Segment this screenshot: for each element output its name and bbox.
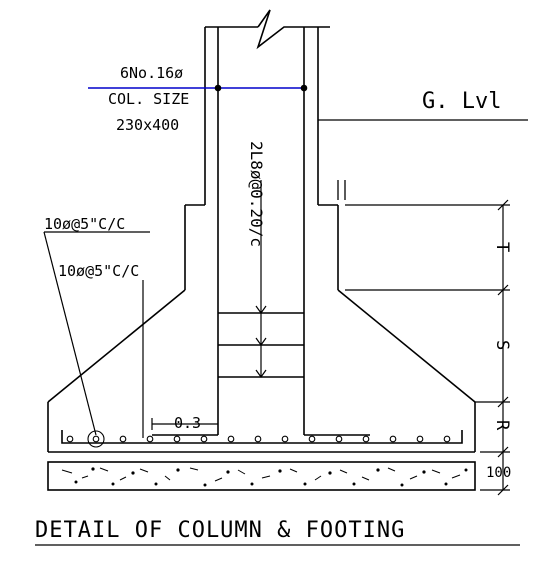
dim-tick-2 xyxy=(497,284,509,296)
outline xyxy=(47,9,476,491)
dim-s-label: S xyxy=(492,340,512,350)
dim-100-label: 100 xyxy=(486,465,511,481)
mat-bar-section xyxy=(92,435,100,443)
dim-tick-5 xyxy=(497,484,509,496)
mat-bar-highlight xyxy=(87,430,105,448)
mat-bar-section xyxy=(335,435,343,443)
footing-slope-right xyxy=(337,289,476,403)
stirrup-arrow-2 xyxy=(255,337,267,347)
mat-bar-section xyxy=(119,435,127,443)
bottom-mat-bar xyxy=(61,430,463,444)
stirrup-arrow-3 xyxy=(255,369,267,379)
pcc-hatch xyxy=(61,467,468,487)
column-size-label: COL. SIZE xyxy=(108,90,189,108)
mat-bar-section xyxy=(146,435,154,443)
mat-bar-section xyxy=(66,435,74,443)
mat-bar-section xyxy=(443,435,451,443)
break-symbol xyxy=(256,9,330,50)
mat-bar-section xyxy=(389,435,397,443)
mat-bar-section xyxy=(173,435,181,443)
mat-bar-section xyxy=(227,435,235,443)
leader-1 xyxy=(43,231,97,436)
mat-bar-section xyxy=(254,435,262,443)
dim-tick-4 xyxy=(497,446,509,458)
column-bars-label: 6No.16ø xyxy=(120,64,183,82)
dim-tick-1 xyxy=(497,199,509,211)
column-size-value: 230x400 xyxy=(116,116,179,134)
bottom-bars-label-1: 10ø@5"C/C xyxy=(44,215,125,233)
stirrups-label: 2L8ø@0.20/c xyxy=(247,141,266,247)
mat-bar-sections xyxy=(66,430,451,448)
bar-dot-right xyxy=(300,84,308,92)
bend-length-label: 0.3 xyxy=(174,414,201,432)
bar-dot-left xyxy=(214,84,222,92)
mat-bar-section xyxy=(281,435,289,443)
drawing-title: DETAIL OF COLUMN & FOOTING xyxy=(35,518,405,543)
dim-t-label: T xyxy=(492,242,512,252)
mat-bar-section xyxy=(416,435,424,443)
bottom-bars-label-2: 10ø@5"C/C xyxy=(58,262,139,280)
dim-r-label: R xyxy=(492,420,512,431)
footing-slope-left xyxy=(47,289,186,403)
dim-tick-3 xyxy=(497,396,509,408)
mat-bar-section xyxy=(362,435,370,443)
ground-level xyxy=(318,119,528,200)
mat-bar-section xyxy=(200,435,208,443)
pcc-bed xyxy=(47,461,476,491)
dimensions xyxy=(43,180,510,496)
mat-bar-section xyxy=(308,435,316,443)
stirrup-arrow-1 xyxy=(255,305,267,315)
ground-level-label: G. Lvl xyxy=(422,89,501,114)
